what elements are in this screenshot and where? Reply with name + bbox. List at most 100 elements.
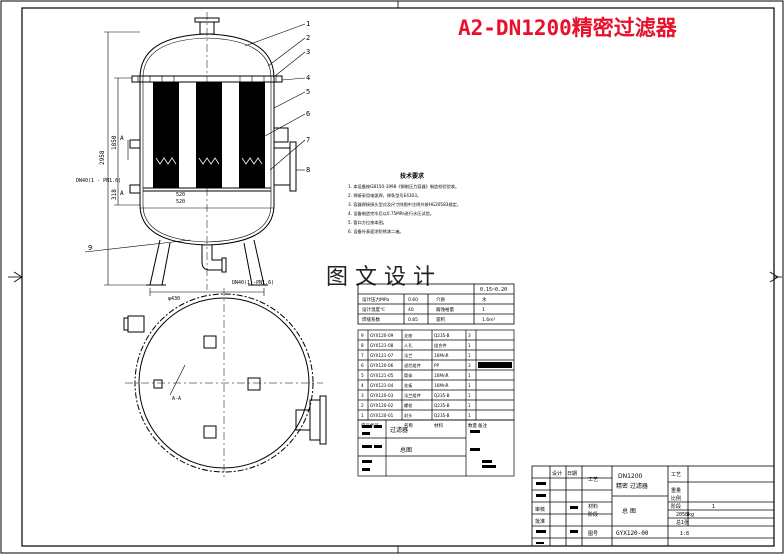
parts-cell: 1 [361, 413, 364, 418]
drawing-title: A2-DN1200精密过滤器 [458, 16, 678, 40]
parts-remark-block [478, 362, 512, 368]
tb-label-process: 批准 [535, 518, 545, 525]
parts-cell: 1 [468, 343, 471, 348]
leader-number: 3 [306, 48, 310, 56]
tech-req-line: 2. 焊接采用电弧焊，焊条型号E4303。 [348, 192, 421, 199]
bottom-head [139, 204, 275, 246]
redacted-blocks [362, 425, 496, 471]
parts-cell: 3 [361, 393, 364, 398]
sub-block-name: 过滤器 [390, 426, 408, 434]
parts-cell: 9 [361, 333, 364, 338]
tech-req-heading: 技术要求 [400, 172, 425, 180]
dimension-lines [104, 31, 265, 296]
dim-upper: 1850 [111, 135, 118, 150]
filter-element [239, 82, 265, 188]
parts-cell: 6 [361, 363, 364, 368]
tb-drawing-no: GYX120-00 [616, 530, 649, 537]
parts-cell: 16MnR [434, 383, 449, 388]
spec-cell: 设计压力MPa [362, 296, 389, 303]
parts-cell: 1 [468, 353, 471, 358]
spec-cell: 设计温度℃ [362, 306, 385, 313]
tb-drawing-name-2: 精密 过滤器 [616, 482, 648, 490]
leader-numbers: 1 2 3 4 5 6 7 8 9 [88, 20, 310, 252]
parts-cell: GYX120-06 [370, 363, 394, 368]
spec-cell: 腐蚀裕量 [436, 306, 454, 313]
spec-cell: 容积 [436, 316, 445, 323]
tb-label-scale: 重量 [671, 487, 681, 494]
dim-outlet: DN40(1 -PN1.6) [232, 280, 274, 286]
tb-label-material: 材料 [588, 503, 598, 510]
parts-cell: 3 [468, 363, 471, 368]
parts-cell: GYX120-03 [370, 393, 394, 398]
parts-cell: 16MnR [434, 373, 449, 378]
tb-sheet-count: 1 [712, 504, 715, 510]
title-block-grid [531, 465, 775, 547]
spec-cell: 介质 [436, 296, 445, 303]
section-mark-a: A [120, 135, 124, 142]
filter-elements [153, 82, 265, 188]
spec-header-value: 0.15~0.20 [480, 287, 507, 293]
tech-req-line: 1. 本设备按GB150-1998《钢制压力容器》制造检验验收。 [348, 183, 459, 190]
dim-base: φ430 [168, 296, 180, 302]
tb-scale: 1:8 [680, 531, 689, 537]
parts-cell: Q235-B [434, 413, 450, 418]
tb-label-stage: 工艺 [588, 477, 598, 483]
parts-cell: 1 [468, 393, 471, 398]
leader-number: 2 [306, 34, 310, 42]
dim-overall-height: 2958 [99, 150, 106, 165]
parts-cell: 1 [468, 373, 471, 378]
title-block-redacted [536, 482, 578, 544]
sub-block [357, 419, 515, 477]
parts-cell: 人孔 [404, 342, 413, 349]
parts-cell: 1 [468, 383, 471, 388]
filter-element [196, 82, 222, 188]
parts-cell: Q235-B [434, 333, 450, 338]
parts-table-grid [357, 329, 515, 421]
parts-cell: 5 [361, 373, 364, 378]
tech-req-list: 1. 本设备按GB150-1998《钢制压力容器》制造检验验收。 2. 焊接采用… [348, 183, 461, 235]
parts-cell: Q235-B [434, 393, 450, 398]
tb-label-stage2: 阶段 [588, 511, 598, 518]
parts-cell: 7 [361, 353, 364, 358]
leader-number: 1 [306, 20, 310, 28]
tech-req-line: 4. 设备制造完毕后以0.75MPa进行水压试验。 [348, 210, 434, 217]
tb-weight: 2058kg [676, 512, 694, 518]
parts-cell: 8 [361, 343, 364, 348]
parts-cell: GYX121-04 [370, 383, 394, 388]
parts-cell: GYX121-05 [370, 373, 394, 378]
dim-mid-b: 520 [176, 199, 185, 205]
tb-label-design: 设计 [552, 470, 562, 477]
watermark: 图 文 设 计 [326, 265, 435, 290]
parts-cell: 3 [468, 333, 471, 338]
parts-cell: 2 [361, 403, 364, 408]
tb-label-scale3: 阶段 [671, 503, 681, 510]
parts-header-cell: 数量 [468, 422, 477, 429]
frame-ticks [8, 1, 782, 553]
watermark-box [322, 260, 460, 290]
leader-number: 9 [88, 244, 92, 252]
tb-label-sheet: 图号 [588, 531, 598, 537]
leader-number: 8 [306, 166, 310, 174]
parts-header-cell: 备注 [478, 422, 487, 429]
parts-cell: 法兰组件 [404, 392, 421, 399]
parts-header-cell: 名称 [404, 422, 413, 429]
parts-cell: 法兰 [404, 352, 412, 359]
parts-cell: 1 [468, 413, 471, 418]
plan-label: A-A [172, 396, 181, 402]
leader-number: 6 [306, 110, 310, 118]
parts-cell: GYX120-01 [370, 413, 394, 418]
dim-lower: 318 [111, 189, 118, 200]
spec-cell: 0.60 [408, 297, 418, 303]
spec-cell: 焊缝系数 [362, 316, 380, 323]
tb-view-name: 总 图 [622, 507, 636, 515]
tb-label-scale2: 比例 [671, 495, 681, 502]
parts-cell: GYX121-08 [370, 343, 394, 348]
parts-cell: 螺栓 [404, 402, 413, 409]
tb-label-check: 日期 [567, 471, 577, 477]
leader-lines [84, 23, 306, 253]
parts-header-cell: 材料 [434, 422, 443, 429]
dim-mid-a: 520 [176, 192, 185, 198]
